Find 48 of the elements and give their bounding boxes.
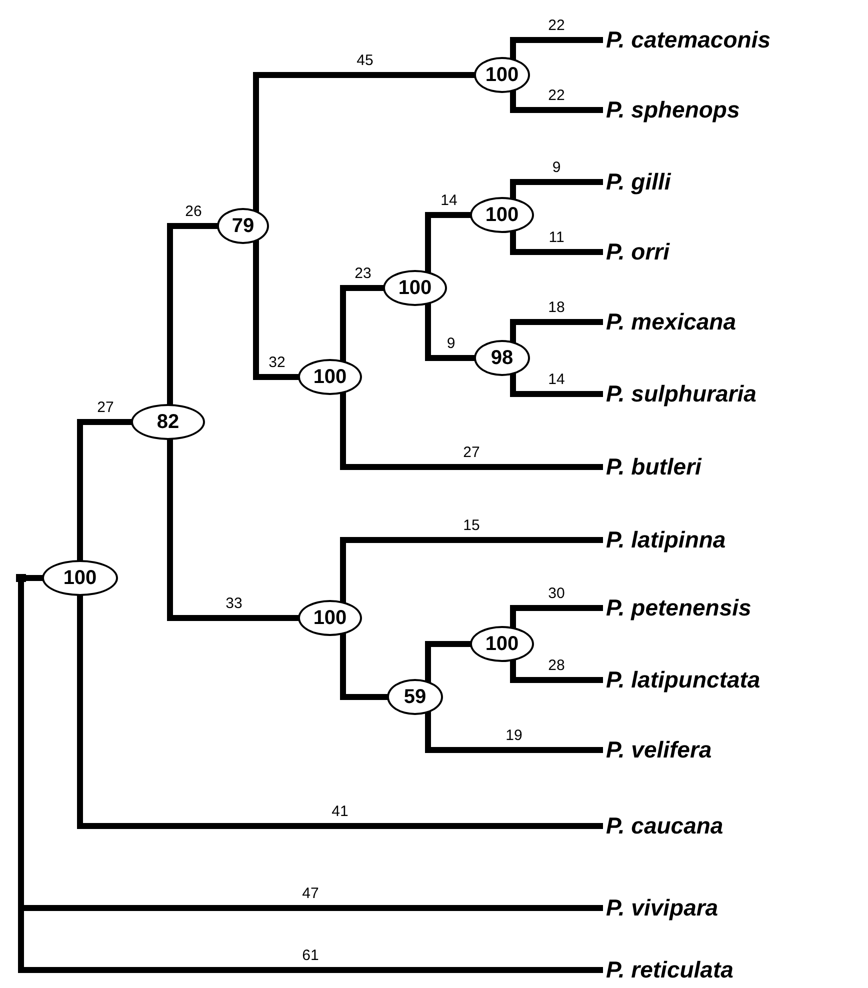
branch-length: 18 (546, 300, 567, 315)
bootstrap-ellipse: 98 (474, 340, 530, 376)
bootstrap-ellipse: 100 (298, 600, 362, 636)
branch-length: 26 (183, 204, 204, 219)
taxon-label: P. butleri (606, 452, 702, 482)
bootstrap-ellipse: 79 (217, 208, 269, 244)
branch-length: 45 (354, 53, 376, 68)
branch-length: 9 (444, 336, 458, 351)
branch-length: 22 (546, 88, 567, 103)
taxon-label: P. reticulata (606, 956, 734, 984)
taxon-label: P. mexicana (606, 308, 736, 336)
bootstrap-ellipse: 100 (470, 197, 534, 233)
taxon-label: P. latipunctata (606, 666, 760, 694)
bootstrap-ellipse: 100 (470, 626, 534, 662)
taxon-label: P. vivipara (606, 894, 718, 922)
taxon-label: P. sphenops (606, 96, 740, 124)
branch-length: 33 (224, 596, 244, 611)
branch-length: 23 (352, 266, 374, 281)
branch-length: 22 (546, 18, 567, 33)
bootstrap-ellipse: 100 (474, 57, 530, 93)
branch-length: 27 (461, 445, 482, 460)
branch-length: 11 (546, 230, 566, 245)
taxon-label: P. sulphuraria (606, 380, 756, 408)
taxon-label: P. orri (606, 238, 670, 266)
branch-length: 30 (546, 586, 567, 601)
taxon-label: P. caucana (606, 812, 724, 840)
bootstrap-ellipse: 100 (42, 560, 118, 596)
branch-length: 15 (461, 518, 482, 533)
bootstrap-ellipse: 100 (298, 359, 362, 395)
branch-length: 27 (95, 400, 116, 415)
branch-length: 9 (550, 160, 563, 175)
branch-length: 32 (266, 355, 288, 370)
bootstrap-ellipse: 100 (383, 270, 447, 306)
branch-line (77, 593, 603, 829)
branch-length: 61 (300, 948, 321, 963)
branch-length: 14 (546, 372, 567, 387)
branch-length: 14 (438, 193, 460, 208)
branch-length: 47 (300, 886, 321, 901)
taxon-label: P. petenensis (606, 594, 752, 622)
bootstrap-ellipse: 59 (387, 679, 443, 715)
bootstrap-ellipse: 82 (131, 404, 205, 440)
branch-length: 41 (330, 804, 350, 819)
branch-length: 19 (504, 728, 524, 743)
taxon-label: P. catemaconis (606, 26, 771, 54)
taxon-label: P. velifera (606, 736, 712, 764)
taxon-label: P. latipinna (606, 526, 726, 554)
branch-length: 28 (546, 658, 567, 673)
taxon-label: P. gilli (606, 168, 671, 196)
